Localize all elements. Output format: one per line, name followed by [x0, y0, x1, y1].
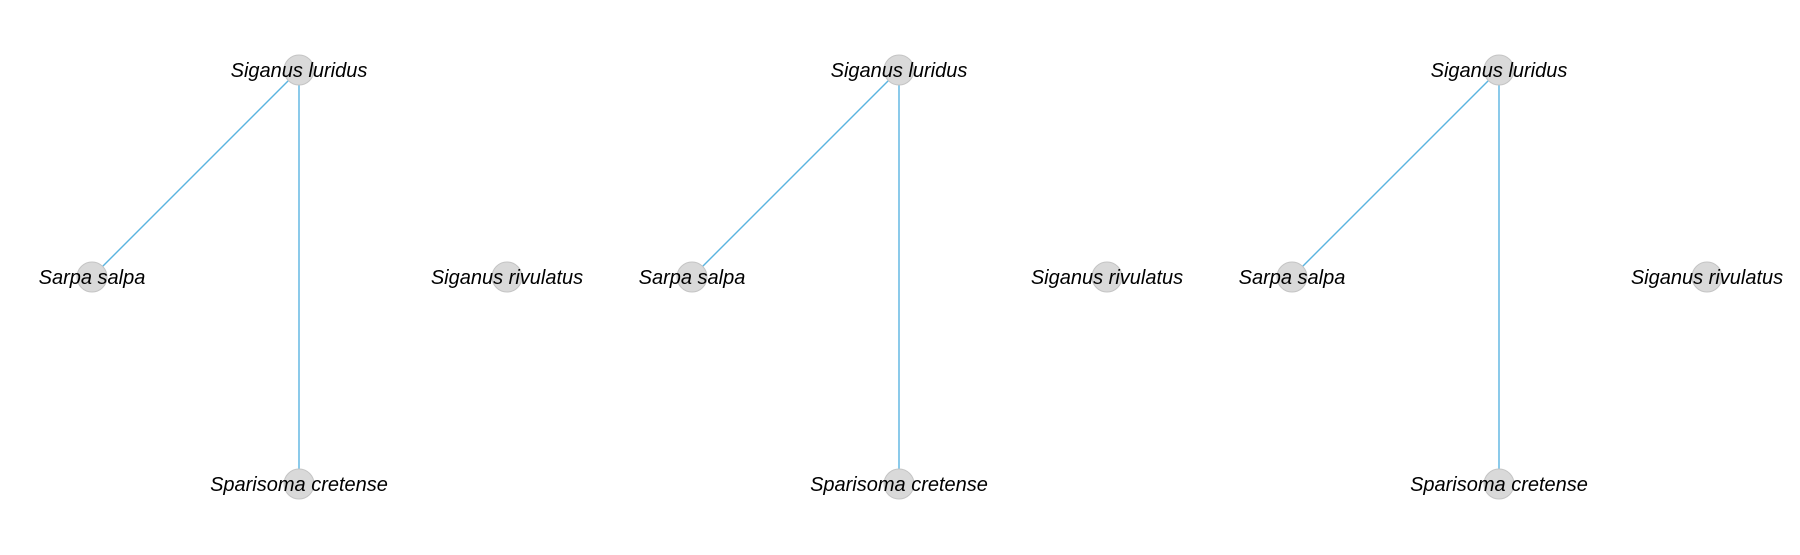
edge-siganus-luridus-to-sarpa-salpa — [691, 69, 900, 278]
node-label: Sarpa salpa — [1239, 267, 1346, 289]
node-label: Siganus rivulatus — [431, 267, 583, 289]
node-circle — [1691, 261, 1723, 293]
node-label: Sparisoma cretense — [1410, 474, 1588, 496]
node-circle — [1091, 261, 1123, 293]
node-label: Siganus rivulatus — [1631, 267, 1783, 289]
node-circle — [1483, 468, 1515, 500]
node-label: Sarpa salpa — [39, 267, 146, 289]
node-siganus-luridus: Siganus luridus — [231, 54, 368, 86]
node-label: Siganus rivulatus — [1031, 267, 1183, 289]
node-siganus-rivulatus: Siganus rivulatus — [1031, 261, 1183, 293]
node-circle — [1276, 261, 1308, 293]
node-label: Sparisoma cretense — [810, 474, 988, 496]
node-sarpa-salpa: Sarpa salpa — [1239, 261, 1346, 293]
node-sarpa-salpa: Sarpa salpa — [39, 261, 146, 293]
node-siganus-rivulatus: Siganus rivulatus — [431, 261, 583, 293]
node-circle — [76, 261, 108, 293]
node-sarpa-salpa: Sarpa salpa — [639, 261, 746, 293]
node-circle — [283, 54, 315, 86]
edge-layer — [1291, 69, 1500, 484]
edge-layer — [91, 69, 300, 484]
node-label: Siganus luridus — [1431, 60, 1568, 82]
node-circle — [883, 54, 915, 86]
node-sparisoma-cretense: Sparisoma cretense — [1410, 468, 1588, 500]
node-siganus-luridus: Siganus luridus — [1431, 54, 1568, 86]
edge-siganus-luridus-to-sarpa-salpa — [91, 69, 300, 278]
node-label: Sarpa salpa — [639, 267, 746, 289]
edge-siganus-luridus-to-sarpa-salpa — [1291, 69, 1500, 278]
node-circle — [283, 468, 315, 500]
node-circle — [491, 261, 523, 293]
node-circle — [1483, 54, 1515, 86]
node-circle — [676, 261, 708, 293]
node-label: Siganus luridus — [831, 60, 968, 82]
edge-layer — [691, 69, 900, 484]
node-sparisoma-cretense: Sparisoma cretense — [810, 468, 988, 500]
node-siganus-luridus: Siganus luridus — [831, 54, 968, 86]
node-label: Sparisoma cretense — [210, 474, 388, 496]
node-label: Siganus luridus — [231, 60, 368, 82]
node-sparisoma-cretense: Sparisoma cretense — [210, 468, 388, 500]
node-circle — [883, 468, 915, 500]
node-siganus-rivulatus: Siganus rivulatus — [1631, 261, 1783, 293]
